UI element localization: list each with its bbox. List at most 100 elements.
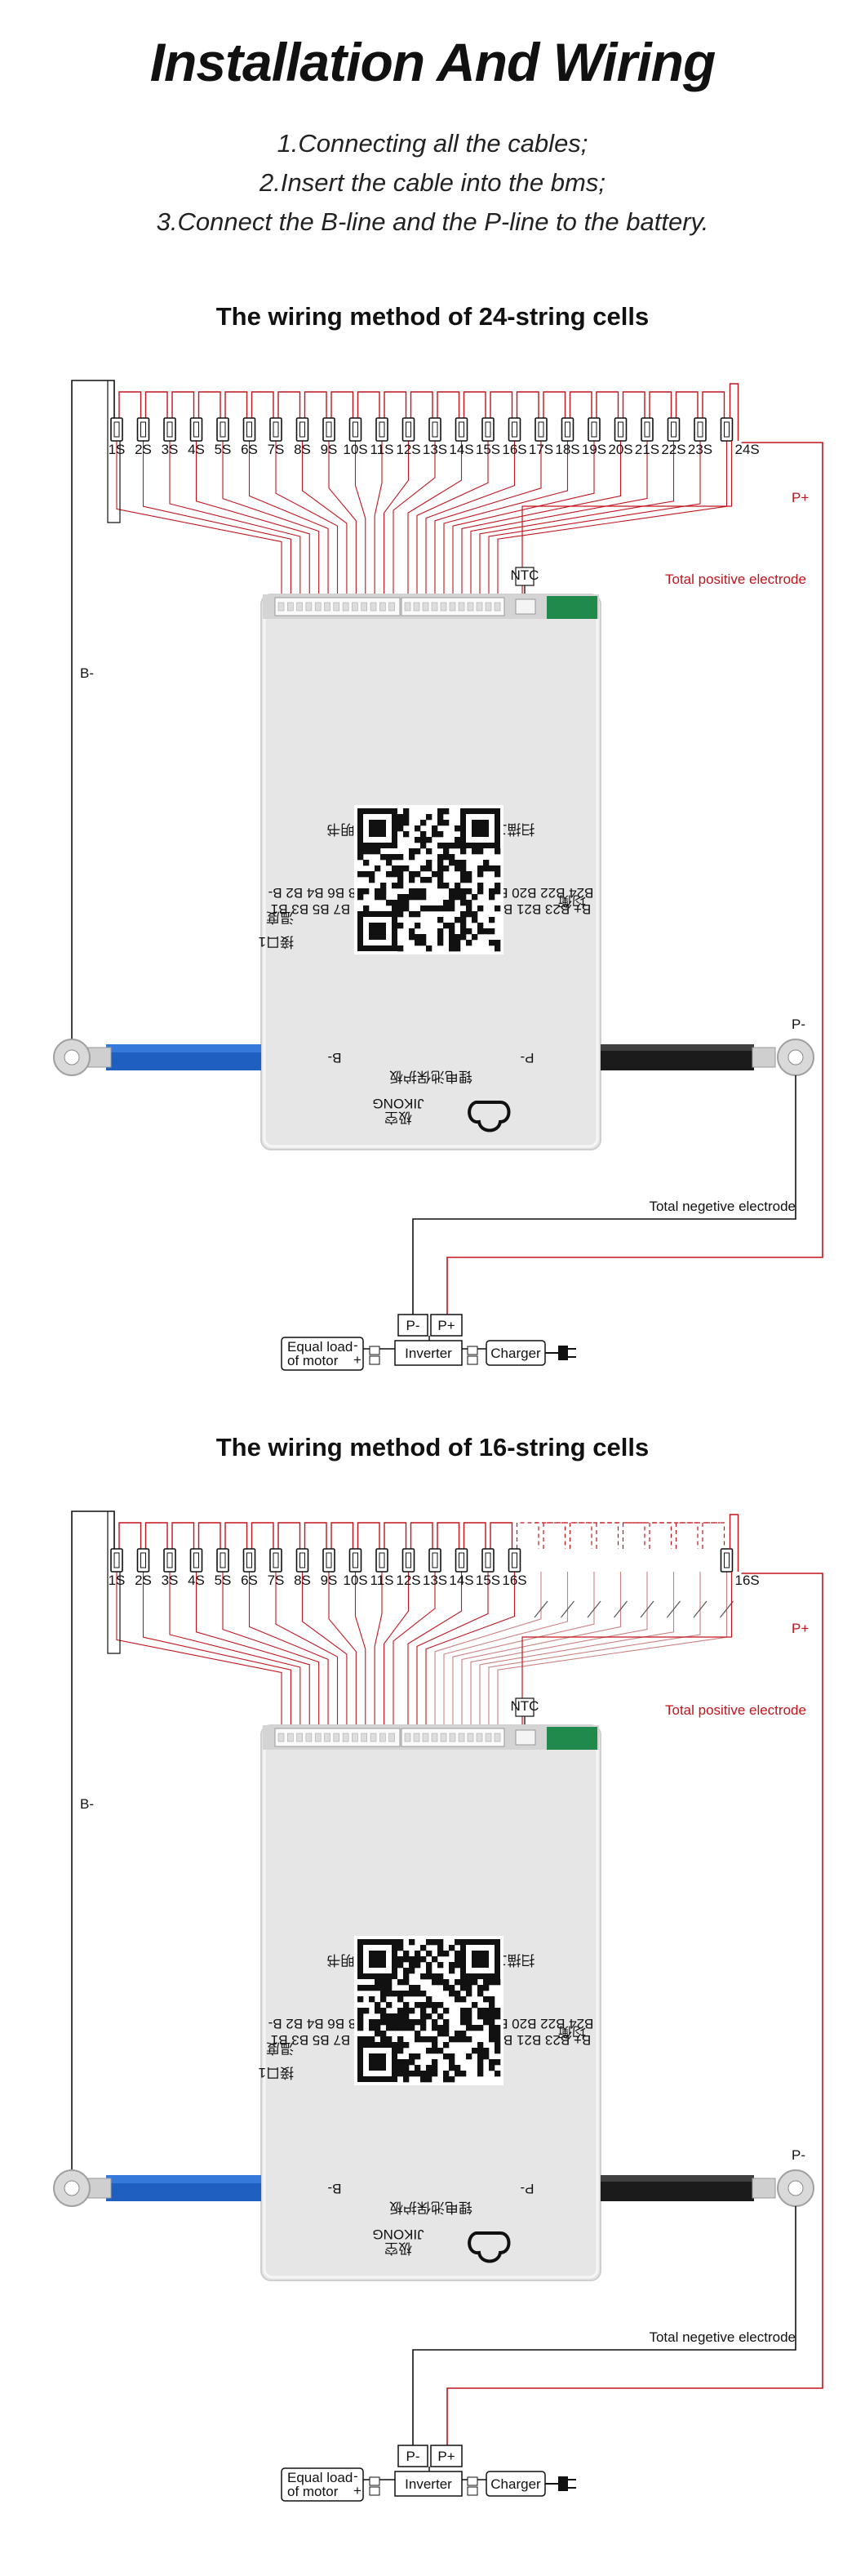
qr-module (386, 2019, 393, 2026)
connector-pin (431, 602, 438, 612)
balance-wire (434, 1572, 542, 1728)
instruction-step-3: 3.Connect the B-line and the P-line to t… (156, 207, 709, 236)
qr-module (483, 865, 490, 872)
qr-module (426, 877, 432, 883)
qr-module (472, 894, 478, 901)
qr-module (403, 1951, 410, 1957)
qr-module (466, 928, 472, 935)
series-link (463, 391, 486, 418)
qr-module (420, 905, 427, 912)
qr-module (397, 2013, 404, 2020)
qr-module (363, 905, 370, 912)
qr-module (437, 905, 444, 912)
qr-module (483, 2019, 490, 2026)
qr-module (455, 1951, 461, 1957)
series-link (144, 1522, 168, 1549)
plug-icon (558, 2476, 568, 2491)
qr-module (443, 900, 450, 906)
qr-module (415, 1956, 421, 1963)
balance-wire (461, 1572, 622, 1728)
cell-core (459, 421, 464, 438)
connector-pin (379, 1733, 386, 1742)
motor-minus-label: - (353, 2468, 358, 2484)
board-side-label: 接口1 (259, 934, 294, 950)
connector-glyph (467, 2476, 478, 2486)
qr-module (409, 894, 415, 901)
cell-label: 13S (423, 442, 447, 457)
series-link (410, 1522, 433, 1549)
qr-module (432, 2002, 438, 2009)
qr-module (489, 865, 495, 872)
qr-module (392, 905, 398, 912)
series-link (224, 1522, 248, 1549)
qr-module (386, 871, 393, 878)
qr-module (403, 2076, 410, 2083)
board-brand-cn: 极空 (384, 1110, 412, 1125)
qr-module (495, 2042, 501, 2049)
cell (375, 417, 388, 442)
qr-module (380, 1979, 387, 1986)
b-minus-label: B- (80, 665, 94, 681)
qr-module (443, 2019, 450, 2026)
qr-module (420, 894, 427, 901)
qr-module (409, 1968, 415, 1974)
qr-module (437, 1962, 444, 1969)
qr-module (420, 877, 427, 883)
qr-module (495, 2071, 501, 2077)
balance-wire (443, 441, 569, 598)
qr-module (375, 2008, 381, 2014)
board-brand-en: JIKONG (372, 1096, 424, 1111)
cell (189, 1548, 203, 1573)
connector-pin (413, 1733, 420, 1742)
total-negative-label: Total negetive electrode (649, 1199, 796, 1214)
plug-icon (558, 1346, 568, 1360)
total-positive-label: Total positive electrode (665, 572, 806, 587)
qr-module (403, 814, 410, 821)
qr-module (386, 1985, 393, 1991)
qr-module (386, 1991, 393, 1997)
qr-module (437, 877, 444, 883)
unused-mark (667, 1600, 681, 1618)
qr-module (397, 865, 404, 872)
connector-pin (449, 1733, 456, 1742)
qr-module (443, 820, 450, 826)
qr-module (403, 2042, 410, 2049)
qr-module (420, 2036, 427, 2043)
qr-module (437, 1979, 444, 1986)
qr-module (409, 888, 415, 895)
qr-module (437, 1945, 444, 1951)
cell (694, 417, 707, 442)
connector-pin (277, 602, 285, 612)
cell (322, 1548, 335, 1573)
cell (242, 1548, 256, 1573)
qr-module (489, 1996, 495, 2003)
qr-module (449, 1962, 455, 1969)
cell-core (671, 421, 676, 438)
connector-pin (476, 1733, 483, 1742)
qr-module (472, 917, 478, 923)
qr-module (357, 848, 364, 855)
cell (401, 1548, 415, 1573)
p-minus-cable-shine (601, 1044, 754, 1051)
cell (375, 1548, 388, 1573)
qr-module (409, 1939, 415, 1946)
qr-module (420, 2025, 427, 2031)
qr-module (432, 905, 438, 912)
cell (295, 1548, 309, 1573)
cell-core (299, 421, 305, 438)
board-product-name: 锂电池保护板 (389, 2200, 472, 2215)
qr-module (455, 1939, 461, 1946)
qr-module (460, 871, 467, 878)
qr-module (369, 2019, 375, 2026)
qr-module (426, 1951, 432, 1957)
qr-module (403, 2002, 410, 2009)
series-link (543, 391, 566, 418)
qr-module (426, 837, 432, 843)
motor-load-label-1: Equal load (287, 2470, 353, 2485)
series-link (490, 1522, 513, 1549)
total-negative-label: Total negetive electrode (649, 2329, 796, 2345)
unused-mark (693, 1600, 708, 1618)
qr-module (426, 945, 432, 952)
qr-module (357, 2019, 364, 2026)
qr-module (432, 825, 438, 832)
